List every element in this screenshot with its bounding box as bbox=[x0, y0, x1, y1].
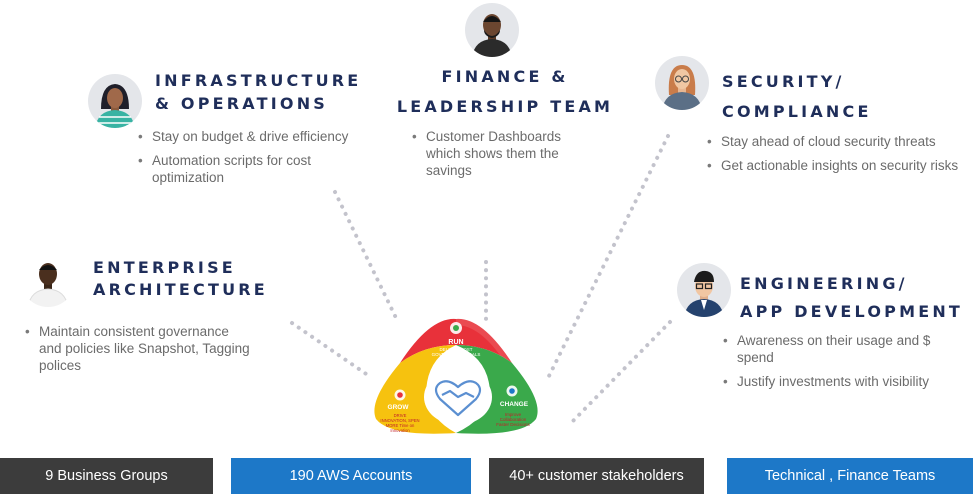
footer-teams: Technical , Finance Teams bbox=[727, 458, 973, 494]
grow-line1: DRIVE bbox=[394, 413, 407, 418]
engineering-heading: ENGINEERING/ APP DEVELOPMENT bbox=[740, 270, 963, 326]
infra-bullet: Automation scripts for cost optimization bbox=[138, 152, 342, 186]
change-line2: Collaboration bbox=[500, 417, 527, 422]
change-line1: Improve bbox=[505, 412, 522, 417]
footer-aws-accounts: 190 AWS Accounts bbox=[231, 458, 471, 494]
grow-title: GROW bbox=[388, 404, 410, 411]
enterprise-bullets: Maintain consistent governance and polic… bbox=[25, 323, 255, 381]
infra-heading: INFRASTRUCTURE & OPERATIONS bbox=[155, 69, 361, 115]
footer-stakeholders-label: 40+ customer stakeholders bbox=[509, 468, 684, 484]
engineering-avatar bbox=[677, 263, 731, 317]
cycle-diagram: RUN DELIVER COST GOVERNANCE GOALS GROW D… bbox=[374, 318, 538, 434]
handshake-heart-icon bbox=[434, 380, 482, 417]
infra-bullets: Stay on budget & drive efficiency Automa… bbox=[138, 128, 378, 193]
engineering-bullet: Awareness on their usage and $ spend bbox=[723, 332, 958, 366]
change-title: CHANGE bbox=[500, 401, 529, 408]
grow-line3: MORE Time on bbox=[386, 423, 415, 428]
infra-heading-line2: & OPERATIONS bbox=[155, 94, 329, 113]
run-line2: GOVERNANCE GOALS bbox=[432, 352, 481, 357]
connector-security bbox=[546, 134, 670, 380]
security-heading-line2: COMPLIANCE bbox=[722, 102, 872, 121]
enterprise-bullet: Maintain consistent governance and polic… bbox=[25, 323, 255, 374]
infra-bullet: Stay on budget & drive efficiency bbox=[138, 128, 378, 145]
connector-enterprise bbox=[290, 321, 374, 380]
security-heading: SECURITY/ COMPLIANCE bbox=[722, 67, 872, 127]
infra-heading-line1: INFRASTRUCTURE bbox=[155, 71, 362, 90]
engineering-heading-line1: ENGINEERING/ bbox=[740, 274, 908, 293]
change-segment bbox=[456, 345, 538, 434]
run-line1: DELIVER COST bbox=[439, 347, 472, 352]
footer-stakeholders: 40+ customer stakeholders bbox=[489, 458, 704, 494]
footer-teams-label: Technical , Finance Teams bbox=[764, 468, 936, 484]
footer-business-groups-label: 9 Business Groups bbox=[45, 468, 168, 484]
finance-heading: FINANCE & LEADERSHIP TEAM bbox=[390, 62, 620, 122]
engineering-bullets: Awareness on their usage and $ spend Jus… bbox=[723, 332, 958, 397]
finance-bullet: Customer Dashboards which shows them the… bbox=[412, 128, 582, 179]
run-title: RUN bbox=[448, 339, 463, 346]
security-avatar bbox=[655, 56, 709, 110]
security-bullet: Stay ahead of cloud security threats bbox=[707, 133, 962, 150]
footer-business-groups: 9 Business Groups bbox=[0, 458, 213, 494]
footer-aws-accounts-label: 190 AWS Accounts bbox=[289, 468, 413, 484]
grow-line2: INNOVATION, SPEN bbox=[380, 418, 419, 423]
grow-segment bbox=[374, 345, 456, 434]
security-bullet: Get actionable insights on security risk… bbox=[707, 157, 962, 174]
connector-engineering bbox=[570, 320, 672, 424]
connector-infra bbox=[333, 190, 400, 324]
finance-heading-line2: LEADERSHIP TEAM bbox=[396, 97, 614, 116]
finance-heading-line1: FINANCE & bbox=[441, 67, 569, 86]
security-bullets: Stay ahead of cloud security threats Get… bbox=[707, 133, 962, 181]
engineering-heading-line2: APP DEVELOPMENT bbox=[740, 302, 964, 321]
grow-line4: Innovation bbox=[390, 428, 410, 433]
run-segment bbox=[400, 318, 512, 363]
enterprise-heading-line1: ENTERPRISE bbox=[93, 258, 236, 277]
enterprise-heading: ENTERPRISE ARCHITECTURE bbox=[93, 257, 268, 301]
infra-avatar bbox=[88, 74, 142, 128]
engineering-bullet: Justify investments with visibility bbox=[723, 373, 958, 390]
enterprise-heading-line2: ARCHITECTURE bbox=[93, 280, 268, 299]
change-line3: Faster Decisions bbox=[496, 422, 530, 427]
enterprise-avatar bbox=[27, 263, 69, 307]
security-heading-line1: SECURITY/ bbox=[722, 72, 845, 91]
finance-bullets: Customer Dashboards which shows them the… bbox=[412, 128, 582, 186]
finance-avatar bbox=[465, 3, 519, 57]
